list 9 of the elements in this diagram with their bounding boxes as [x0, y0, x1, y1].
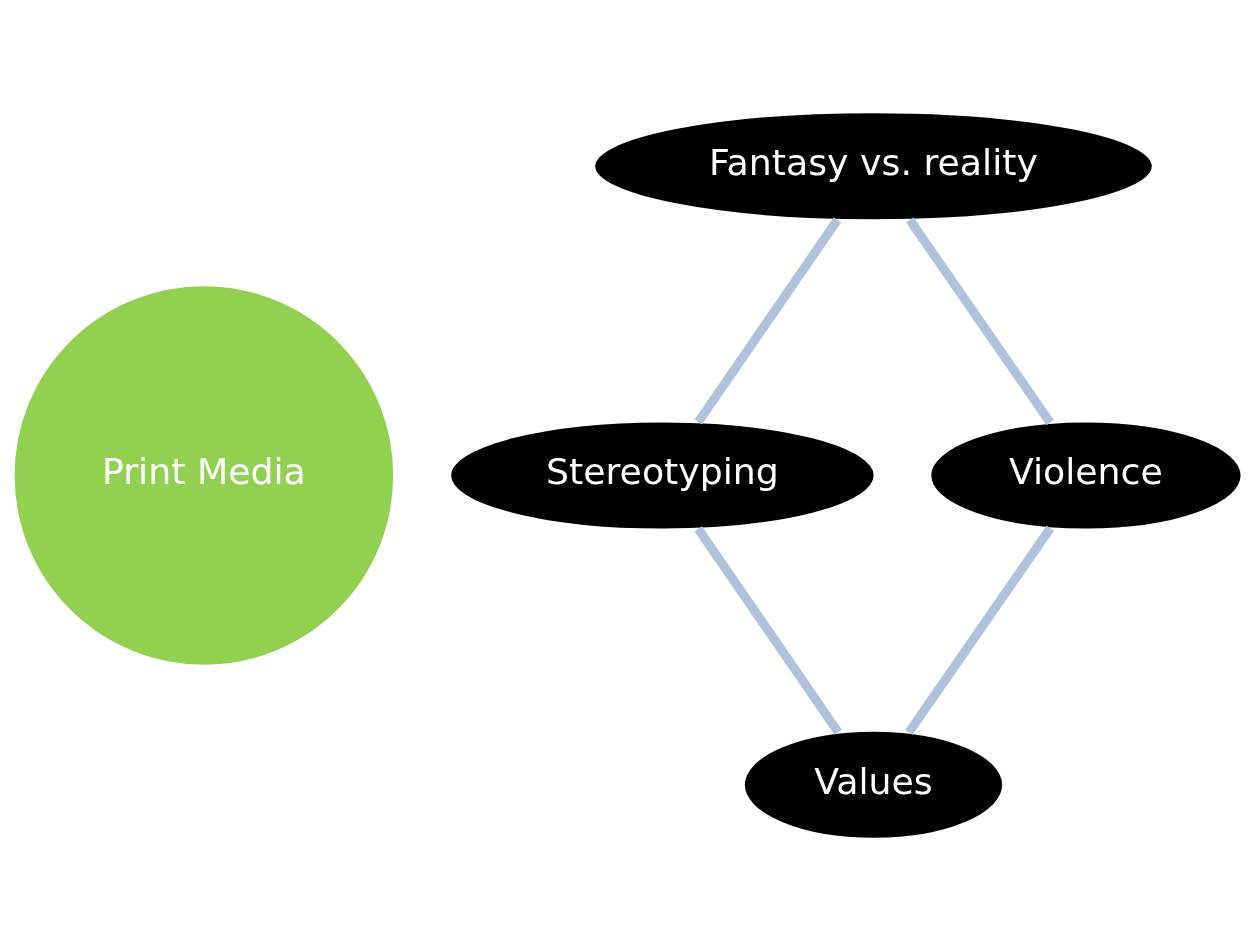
node-ellipse: Values: [742, 729, 1005, 841]
connector: [694, 526, 842, 735]
connector: [906, 217, 1054, 426]
connector: [905, 525, 1055, 736]
node-circle: Print Media: [12, 283, 396, 668]
connector: [694, 217, 842, 425]
node-ellipse: Stereotyping: [448, 419, 877, 532]
node-ellipse: Fantasy vs. reality: [592, 110, 1155, 222]
node-ellipse: Violence: [928, 419, 1244, 532]
